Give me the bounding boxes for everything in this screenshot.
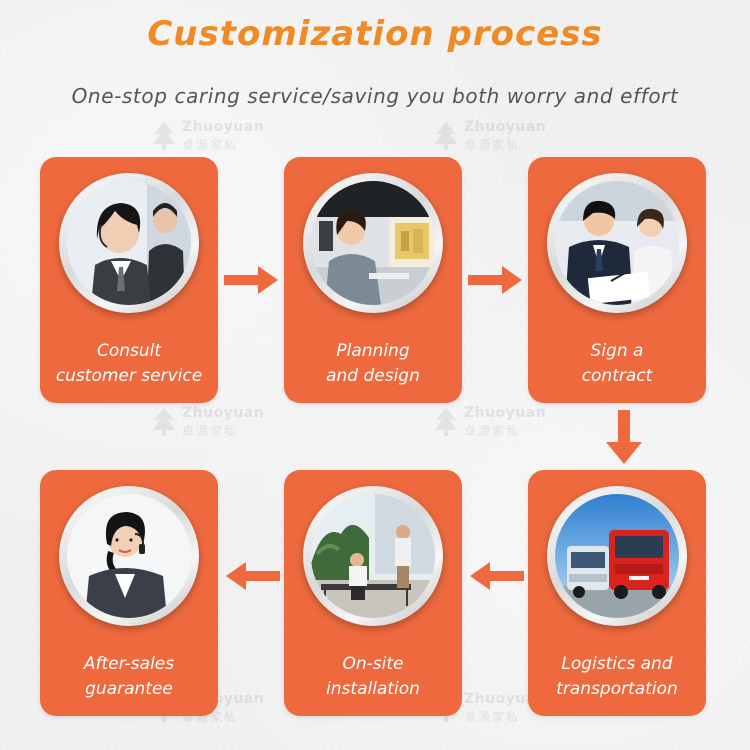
step-label: On-site installation — [288, 652, 458, 702]
step-label-line2: contract — [581, 366, 653, 386]
customer-service-icon — [67, 181, 191, 305]
step-label-line1: Planning — [336, 341, 410, 361]
watermark-name: Zhuoyuan — [464, 405, 547, 421]
watermark-tree-icon — [153, 122, 175, 150]
step-label: Logistics and transportation — [532, 652, 702, 702]
step-label: Sign a contract — [532, 339, 702, 389]
step-label-line1: Consult — [96, 341, 162, 361]
step-label-line2: customer service — [55, 366, 203, 386]
installation-icon — [311, 494, 435, 618]
watermark-tree-icon — [435, 408, 457, 436]
watermark-logo: Zhuoyuan 卓源家私 — [150, 118, 290, 154]
photo-frame — [303, 173, 443, 313]
truck-icon — [555, 494, 679, 618]
watermark-logo: Zhuoyuan 卓源家私 — [432, 118, 572, 154]
contract-icon — [555, 181, 679, 305]
designer-icon — [311, 181, 435, 305]
watermark-name: Zhuoyuan — [464, 119, 547, 135]
watermark-chinese: 卓源家私 — [182, 138, 239, 152]
photo-frame — [547, 486, 687, 626]
step-card-contract: Sign a contract — [528, 157, 706, 403]
step-card-logistics: Logistics and transportation — [528, 470, 706, 716]
watermark-name: Zhuoyuan — [182, 119, 265, 135]
step-label-line1: On-site — [342, 654, 404, 674]
arrow-left-icon — [470, 562, 524, 590]
watermark-logo: Zhuoyuan 卓源家私 — [150, 404, 290, 440]
photo-frame — [303, 486, 443, 626]
watermark-logo: Zhuoyuan 卓源家私 — [432, 404, 572, 440]
watermark-chinese: 卓源家私 — [464, 424, 521, 438]
step-label-line1: Logistics and — [561, 654, 673, 674]
step-label: After-sales guarantee — [44, 652, 214, 702]
phone-support-icon — [67, 494, 191, 618]
step-label-line1: After-sales — [83, 654, 175, 674]
arrow-left-icon — [226, 562, 280, 590]
step-card-planning: Planning and design — [284, 157, 462, 403]
step-card-after-sales: After-sales guarantee — [40, 470, 218, 716]
photo-frame — [59, 173, 199, 313]
arrow-down-icon — [606, 410, 642, 464]
photo-frame — [547, 173, 687, 313]
page-title: Customization process — [147, 14, 603, 54]
photo-frame — [59, 486, 199, 626]
step-label: Planning and design — [288, 339, 458, 389]
step-label-line2: transportation — [556, 679, 678, 699]
watermark-tree-icon — [435, 122, 457, 150]
watermark-chinese: 卓源家私 — [464, 138, 521, 152]
watermark-chinese: 卓源家私 — [182, 424, 239, 438]
step-card-consult: Consult customer service — [40, 157, 218, 403]
step-label: Consult customer service — [44, 339, 214, 389]
arrow-right-icon — [224, 266, 278, 294]
step-label-line2: guarantee — [85, 679, 173, 699]
page-subtitle: One-stop caring service/saving you both … — [71, 84, 679, 108]
watermark-tree-icon — [153, 408, 175, 436]
arrow-right-icon — [468, 266, 522, 294]
watermark-name: Zhuoyuan — [464, 691, 547, 707]
step-card-installation: On-site installation — [284, 470, 462, 716]
step-label-line2: installation — [326, 679, 420, 699]
watermark-name: Zhuoyuan — [182, 405, 265, 421]
watermark-chinese: 卓源家私 — [464, 710, 521, 724]
step-label-line1: Sign a — [590, 341, 644, 361]
step-label-line2: and design — [326, 366, 420, 386]
